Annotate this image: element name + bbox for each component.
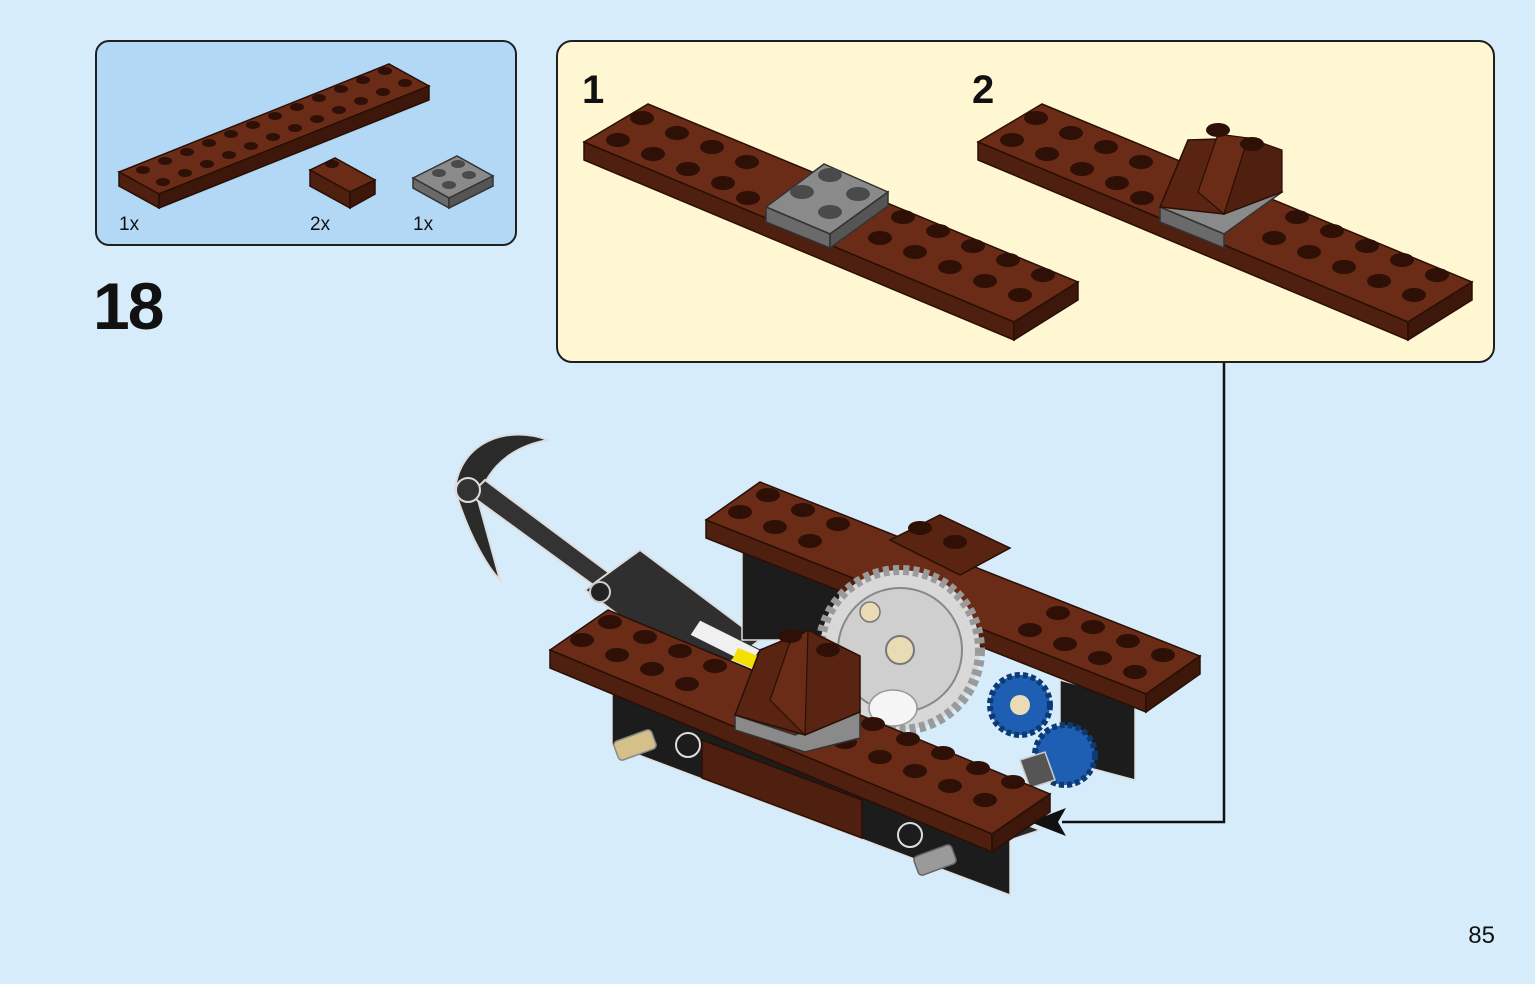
- brown-slope-icon: [308, 157, 377, 210]
- front-brown-plate: [548, 609, 1052, 854]
- brown-plate-1x12-icon: [117, 63, 431, 210]
- part-qty-1: 1x: [119, 214, 140, 235]
- substep-2-label: 2: [972, 68, 995, 112]
- axle-pins: [613, 729, 957, 876]
- substep-1-label: 1: [582, 68, 605, 112]
- substep-2-illustration: [976, 103, 1474, 342]
- part-qty-2: 2x: [310, 214, 331, 235]
- parts-list-box: 1x 2x 1x: [95, 40, 517, 246]
- part-qty-3: 1x: [413, 214, 434, 235]
- page-number: 85: [1468, 922, 1495, 949]
- grappling-hook: [453, 433, 762, 682]
- blue-gears: [987, 672, 1098, 789]
- callout-arrow: [1030, 363, 1226, 836]
- white-connector: [868, 689, 918, 727]
- substep-box: 1 2: [556, 40, 1495, 363]
- gray-plate-2x2-icon: [411, 155, 495, 210]
- substep-1-illustration: [582, 103, 1080, 342]
- step-number: 18: [93, 269, 164, 343]
